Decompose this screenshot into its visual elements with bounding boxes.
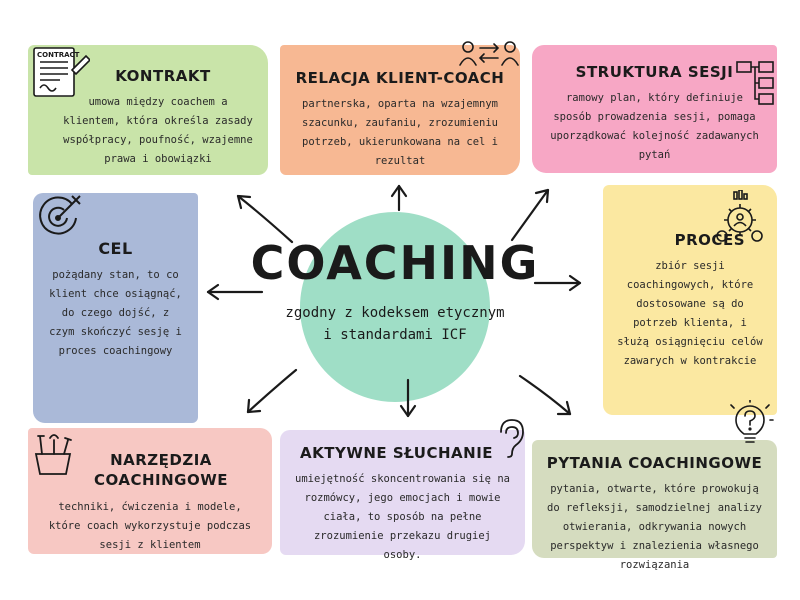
card-pytania: PYTANIA COACHINGOWE pytania, otwarte, kt… (532, 440, 777, 571)
arrow-to-pytania (518, 374, 572, 416)
card-cel: CEL pożądany stan, to co klient chce osi… (33, 193, 198, 423)
center-title: COACHING (250, 236, 540, 290)
card-description: pożądany stan, to co klient chce osiągną… (49, 269, 182, 357)
flowchart-icon (736, 61, 774, 105)
card-title: CEL (98, 239, 133, 258)
card-description: zbiór sesji coachingowych, które dostoso… (617, 260, 763, 367)
card-title: STRUKTURA SESJI (575, 63, 734, 81)
arrow-to-proces (533, 274, 582, 292)
contract-icon: CONTRACT (33, 47, 90, 97)
card-proces: PROCES zbiór sesji coachingowych, które … (603, 185, 777, 415)
arrow-to-cel (206, 283, 264, 301)
card-title: PYTANIA COACHINGOWE (546, 454, 763, 472)
lightbulb-question-icon (730, 400, 774, 443)
card-struktura: STRUKTURA SESJI ramowy plan, który defin… (532, 45, 777, 173)
card-title: RELACJA KLIENT-COACH (295, 69, 505, 87)
card-relacja: RELACJA KLIENT-COACH partnerska, oparta … (280, 45, 520, 175)
card-description: umiejętność skoncentrowania się na rozmó… (295, 473, 510, 561)
ear-icon (500, 419, 524, 458)
card-title: NARZĘDZIA COACHINGOWE (93, 451, 229, 489)
process-gear-icon (716, 190, 763, 242)
center-circle (300, 212, 490, 402)
arrow-to-kontrakt (236, 194, 294, 244)
card-description: umowa między coachem a klientem, która o… (63, 96, 253, 165)
arrow-to-relacja (390, 184, 408, 212)
card-description: pytania, otwarte, które prowokują do ref… (547, 483, 762, 571)
card-aktywne: AKTYWNE SŁUCHANIE umiejętność skoncentro… (280, 430, 525, 561)
arrow-to-narzedzia (246, 368, 298, 414)
center-subtitle-line1: zgodny z kodeksem etycznym (285, 305, 505, 321)
center-subtitle-line2: i standardami ICF (323, 327, 467, 343)
card-description: techniki, ćwiczenia i modele, które coac… (48, 501, 252, 551)
contract-icon-label: CONTRACT (37, 51, 80, 59)
people-exchange-icon (459, 41, 519, 66)
card-narzedzia: NARZĘDZIA COACHINGOWE techniki, ćwiczeni… (28, 428, 272, 554)
arrow-to-aktywne (399, 378, 417, 418)
card-description: partnerska, oparta na wzajemnym szacunku… (302, 98, 498, 167)
center-subtitle: zgodny z kodeksem etycznym i standardami… (230, 302, 560, 346)
arrow-to-struktura (510, 188, 550, 242)
card-title: AKTYWNE SŁUCHANIE (300, 444, 494, 462)
target-icon (39, 195, 81, 235)
card-description: ramowy plan, który definiuje sposób prow… (550, 92, 759, 161)
card-title: KONTRAKT (115, 67, 211, 85)
tools-icon (34, 434, 72, 475)
